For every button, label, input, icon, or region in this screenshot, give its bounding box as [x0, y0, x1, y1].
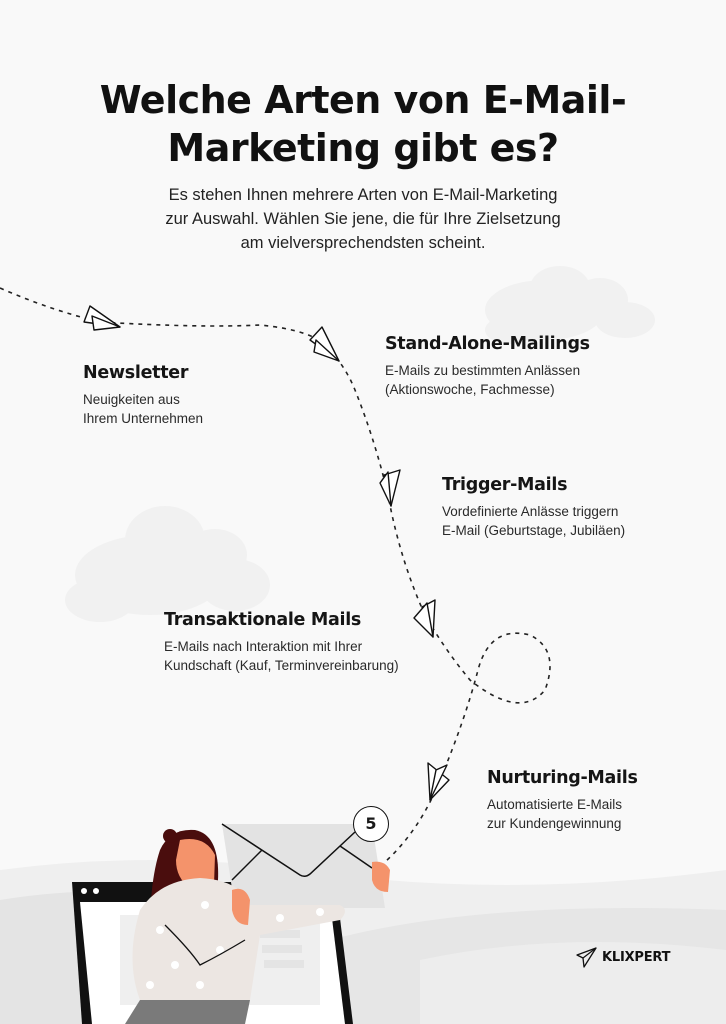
item-transaktionale-mails: Transaktionale Mails E-Mails nach Intera… [164, 610, 399, 675]
page-title: Welche Arten von E-Mail- Marketing gibt … [0, 76, 726, 172]
item-title: Nurturing-Mails [487, 768, 638, 788]
paper-plane-icon [83, 305, 121, 331]
paper-plane-icon [309, 326, 340, 362]
title-line: Welche Arten von E-Mail- [99, 78, 627, 122]
title-line: Marketing gibt es? [167, 126, 559, 170]
paper-plane-icon [576, 947, 597, 968]
intro-text: Es stehen Ihnen mehrere Arten von E-Mail… [0, 183, 726, 255]
brand-name: KLIXPERT [602, 949, 671, 965]
notification-badge: 5 [353, 806, 389, 842]
item-title: Transaktionale Mails [164, 610, 362, 630]
woman-figure [125, 829, 390, 1024]
item-trigger-mails: Trigger-Mails Vordefinierte Anlässe trig… [442, 475, 625, 540]
intro-line: am vielversprechendsten scheint. [240, 234, 486, 252]
item-title: Stand-Alone-Mailings [385, 334, 590, 354]
intro-line: zur Auswahl. Wählen Sie jene, die für Ih… [165, 210, 561, 228]
item-title: Newsletter [83, 363, 189, 383]
paper-plane-icon [413, 599, 436, 638]
paper-plane-icon [427, 762, 450, 801]
item-title: Trigger-Mails [442, 475, 568, 495]
envelope-icon [221, 823, 385, 908]
brand-logo: KLIXPERT [576, 946, 671, 968]
cloud-icon [65, 506, 270, 622]
item-description: E-Mails zu bestimmten Anlässen(Aktionswo… [385, 363, 581, 397]
paper-plane-icon [379, 469, 401, 507]
item-stand-alone-mailings: Stand-Alone-Mailings E-Mails zu bestimmt… [385, 334, 590, 399]
intro-line: Es stehen Ihnen mehrere Arten von E-Mail… [168, 186, 558, 204]
cloud-icon [485, 266, 655, 344]
